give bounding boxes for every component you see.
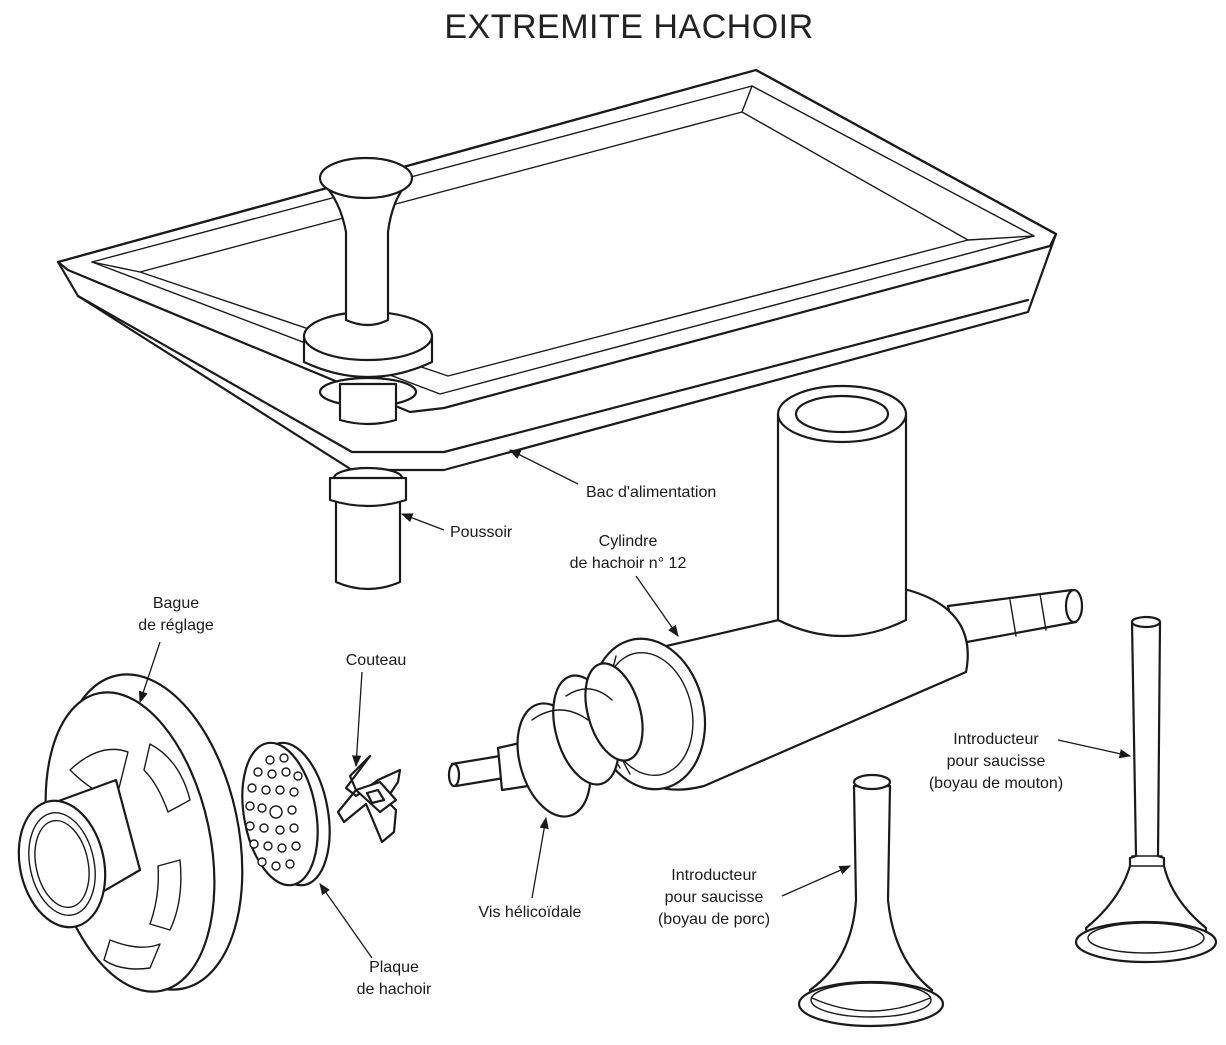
leader-cylinder: [635, 575, 679, 637]
pusher: [302, 156, 434, 591]
label-ring-line1: Bague: [153, 595, 199, 612]
label-stuffer-small-line1: Introducteur: [953, 731, 1039, 748]
leader-grinder-plate: [319, 883, 373, 959]
label-stuffer-large-line1: Introducteur: [671, 867, 757, 884]
label-screw: Vis hélicoïdale: [479, 904, 582, 921]
label-stuffer-large-line3: (boyau de porc): [658, 911, 770, 928]
sausage-stuffer-small: [1074, 615, 1218, 964]
label-plate-line2: de hachoir: [357, 981, 432, 998]
label-pusher: Poussoir: [450, 524, 513, 541]
part-labels: Bac d'alimentation Poussoir Cylindre de …: [138, 484, 1063, 998]
diagram-title: EXTREMITE HACHOIR: [444, 8, 813, 46]
leader-knife: [352, 671, 363, 768]
label-cylinder-line2: de hachoir n° 12: [570, 555, 687, 572]
leader-pusher: [400, 513, 445, 531]
leader-stuffer-small: [1057, 739, 1132, 759]
knife: [336, 754, 402, 844]
label-stuffer-large-line2: pour saucisse: [665, 889, 764, 906]
label-ring-line2: de réglage: [138, 617, 214, 634]
grinder-plate: [241, 741, 331, 887]
label-stuffer-small-line2: pour saucisse: [947, 753, 1046, 770]
label-feed-tray: Bac d'alimentation: [586, 484, 716, 501]
leader-stuffer-large: [781, 865, 852, 897]
leader-lines: [138, 449, 1132, 959]
leader-screw: [531, 816, 549, 899]
label-knife: Couteau: [346, 652, 407, 669]
helical-screw: [447, 662, 644, 818]
leader-adjusting-ring: [138, 641, 161, 704]
grinder-cylinder: [589, 384, 1084, 791]
label-cylinder-line1: Cylindre: [599, 533, 658, 550]
leader-feed-tray: [508, 449, 579, 485]
label-plate-line1: Plaque: [369, 959, 419, 976]
label-stuffer-small-line3: (boyau de mouton): [929, 775, 1063, 792]
sausage-stuffer-large: [797, 773, 945, 1028]
adjusting-ring: [17, 673, 244, 993]
